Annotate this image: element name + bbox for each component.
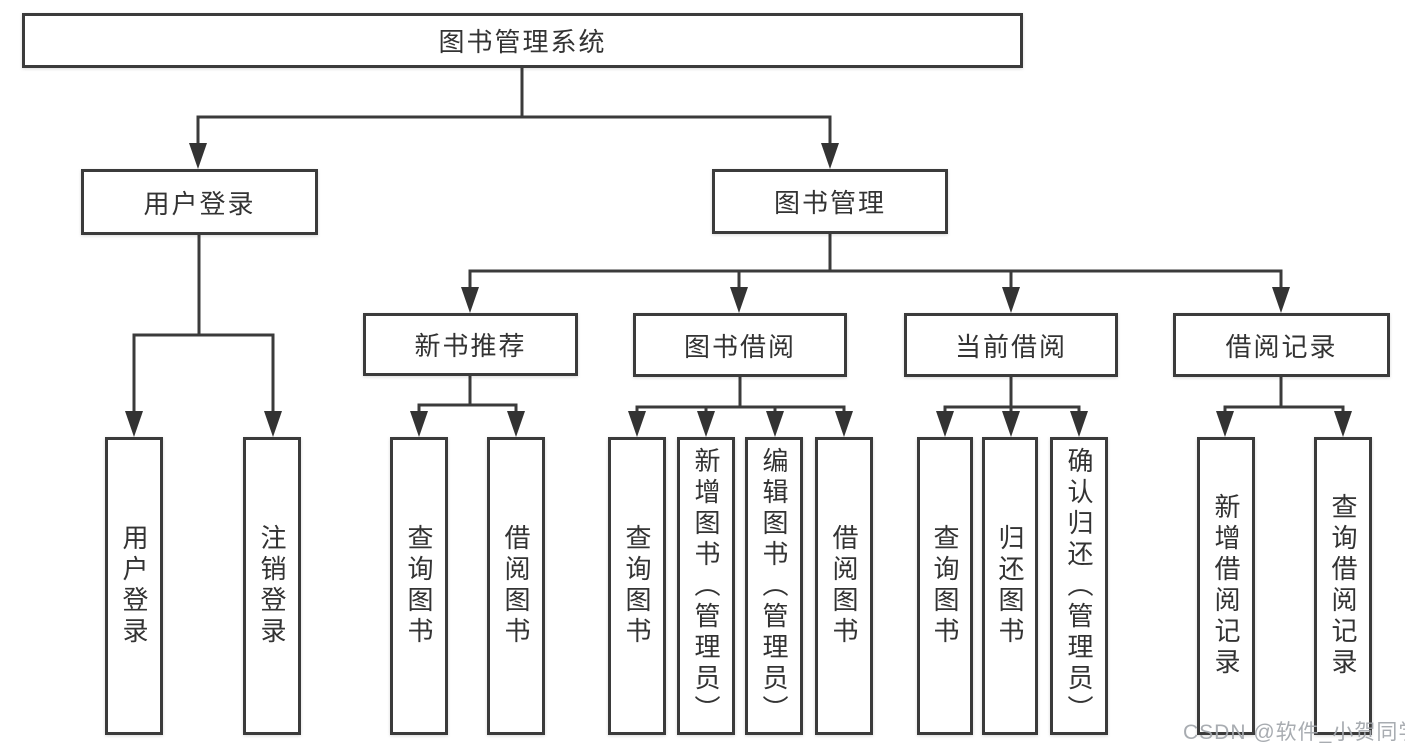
- arrow-down-icon: [507, 411, 525, 437]
- leaf-label: 查询图书: [622, 524, 652, 648]
- arrow-down-icon: [125, 411, 143, 437]
- leaf-add-book-admin: 新增图书（管理员）: [677, 437, 735, 735]
- arrow-down-icon: [1002, 287, 1020, 313]
- leaf-label: 归还图书: [995, 524, 1025, 648]
- leaf-label: 借阅图书: [829, 524, 859, 648]
- arrow-down-icon: [628, 411, 646, 437]
- node-label: 图书管理: [773, 188, 886, 218]
- leaf-query-books-borrowing: 查询图书: [608, 437, 666, 735]
- connector-bookmgmt-to-level3: [468, 232, 1283, 291]
- leaf-logout: 注销登录: [243, 437, 301, 735]
- leaf-label: 编辑图书（管理员）: [759, 446, 789, 726]
- arrow-down-icon: [264, 411, 282, 437]
- csdn-watermark: CSDN @软件_小贺同学: [1183, 721, 1405, 744]
- leaf-label: 新增借阅记录: [1211, 493, 1241, 679]
- node-book-borrowing: 图书借阅: [633, 313, 847, 377]
- node-label: 图书借阅: [683, 331, 796, 362]
- connector-segments: [132, 66, 1345, 416]
- connector-userlogin-to-leaves: [132, 233, 275, 416]
- arrow-down-icon: [766, 411, 784, 437]
- leaf-confirm-return-admin: 确认归还（管理员）: [1050, 437, 1108, 735]
- arrow-down-icon: [835, 411, 853, 437]
- node-label: 用户登录: [143, 188, 256, 219]
- connector-records-to-leaves: [1223, 375, 1345, 416]
- arrow-down-icon: [189, 143, 207, 169]
- leaf-query-borrow-record: 查询借阅记录: [1314, 437, 1372, 735]
- leaf-edit-book-admin: 编辑图书（管理员）: [745, 437, 803, 735]
- leaf-query-books-recommend: 查询图书: [390, 437, 448, 735]
- arrow-down-icon: [1002, 411, 1020, 437]
- arrow-down-icon: [821, 143, 839, 169]
- leaf-label: 查询图书: [404, 524, 434, 648]
- node-label: 新书推荐: [414, 331, 527, 361]
- arrow-down-icon: [1216, 411, 1234, 437]
- leaf-label: 用户登录: [119, 524, 149, 648]
- node-book-management: 图书管理: [712, 169, 948, 234]
- connector-root-to-level2: [196, 66, 832, 147]
- node-label: 当前借阅: [954, 331, 1067, 362]
- arrow-down-icon: [697, 411, 715, 437]
- leaf-label: 注销登录: [257, 524, 287, 648]
- leaf-borrow-books-recommend: 借阅图书: [487, 437, 545, 735]
- arrow-down-icon: [461, 287, 479, 313]
- arrow-down-icon: [1334, 411, 1352, 437]
- connector-newbook-to-leaves: [417, 374, 518, 416]
- node-library-management-system: 图书管理系统: [22, 13, 1023, 68]
- node-user-login: 用户登录: [81, 169, 318, 235]
- leaf-label: 查询图书: [930, 524, 960, 648]
- leaf-label: 确认归还（管理员）: [1064, 446, 1094, 726]
- leaf-label: 新增图书（管理员）: [691, 446, 721, 726]
- arrow-down-icon: [1272, 287, 1290, 313]
- leaf-label: 借阅图书: [501, 524, 531, 648]
- node-label: 图书管理系统: [438, 27, 607, 57]
- leaf-user-login: 用户登录: [105, 437, 163, 735]
- arrowhead-icons: [125, 143, 1352, 437]
- leaf-query-books-current: 查询图书: [917, 437, 973, 735]
- arrow-down-icon: [1070, 411, 1088, 437]
- node-current-borrowing: 当前借阅: [904, 313, 1118, 377]
- leaf-label: 查询借阅记录: [1328, 493, 1358, 679]
- node-borrowing-records: 借阅记录: [1173, 313, 1390, 377]
- arrow-down-icon: [410, 411, 428, 437]
- leaf-return-books: 归还图书: [982, 437, 1038, 735]
- arrow-down-icon: [730, 287, 748, 313]
- connector-current-to-leaves: [943, 375, 1081, 416]
- node-label: 借阅记录: [1225, 331, 1338, 362]
- connector-borrowing-to-leaves: [635, 375, 846, 416]
- leaf-add-borrow-record: 新增借阅记录: [1197, 437, 1255, 735]
- arrow-down-icon: [936, 411, 954, 437]
- leaf-borrow-books-borrowing: 借阅图书: [815, 437, 873, 735]
- node-new-book-recommend: 新书推荐: [363, 313, 578, 376]
